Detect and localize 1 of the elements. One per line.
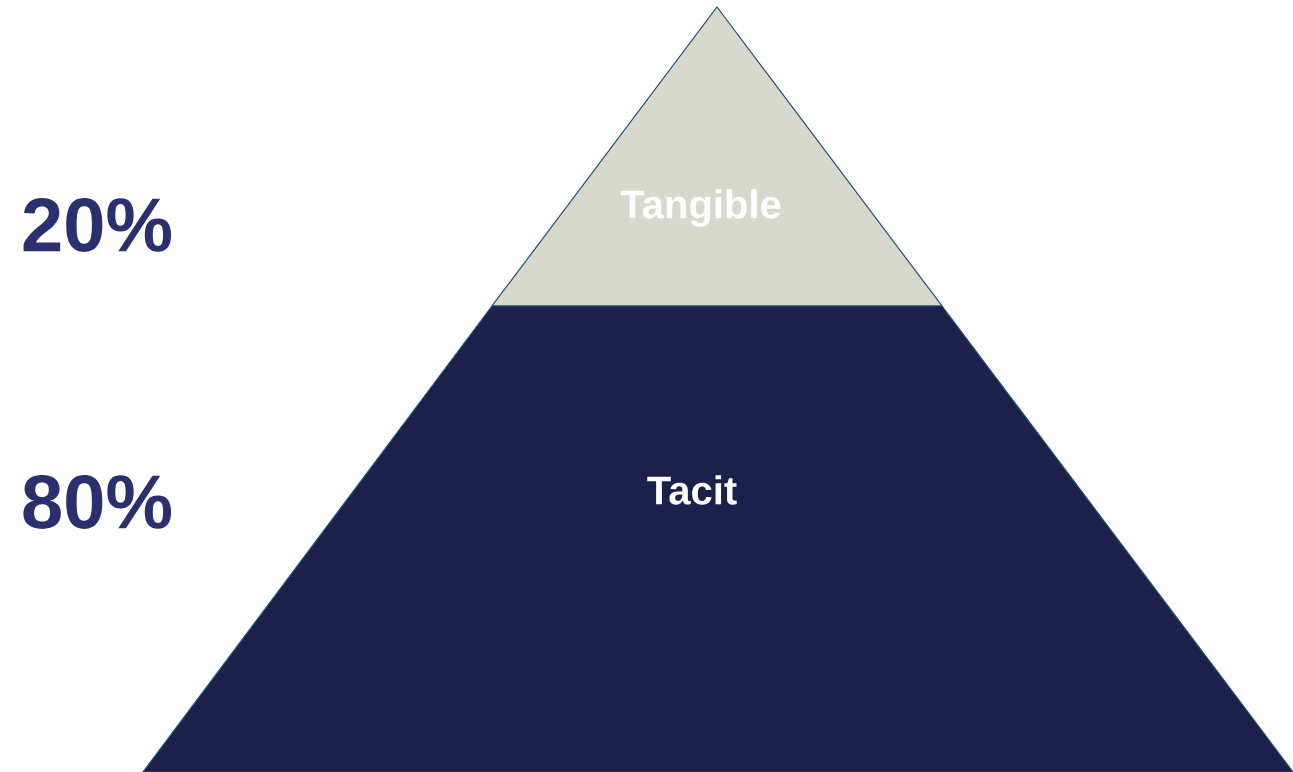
percentage-label: 20% bbox=[23, 198, 172, 252]
